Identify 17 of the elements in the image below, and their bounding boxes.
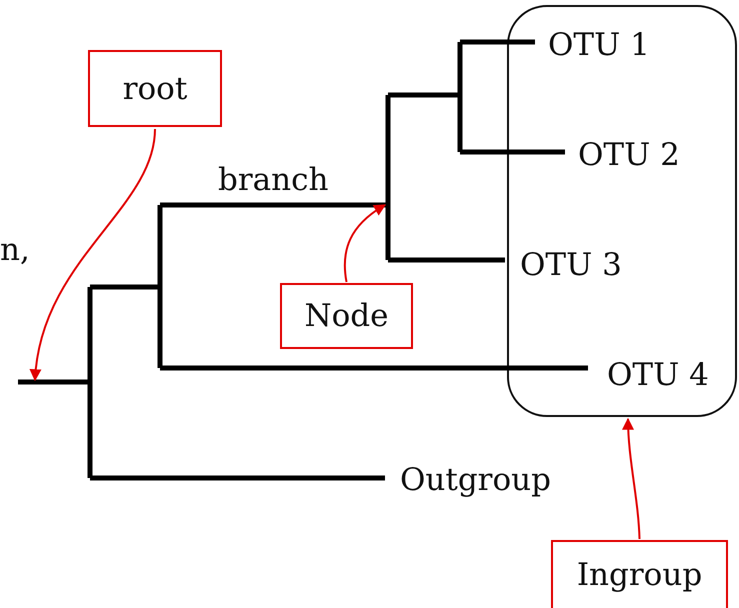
callout-text: Node — [304, 298, 388, 334]
branch-label: branch — [218, 162, 328, 198]
callout-text: root — [122, 70, 188, 106]
group-outline — [507, 5, 737, 417]
callout-text: Ingroup — [576, 557, 702, 593]
taxon-label: OTU 1 — [548, 27, 650, 63]
leader-line — [344, 204, 386, 282]
callout-box — [280, 283, 413, 349]
callout-box — [88, 50, 222, 127]
leader-line — [30, 128, 156, 382]
callout-box — [551, 540, 728, 608]
taxon-label: OTU 2 — [578, 137, 680, 173]
text-fragment: n, — [0, 232, 30, 268]
taxon-label: OTU 4 — [607, 357, 709, 393]
taxon-label: Outgroup — [400, 462, 551, 498]
taxon-label: OTU 3 — [520, 247, 622, 283]
leader-line — [622, 418, 640, 540]
